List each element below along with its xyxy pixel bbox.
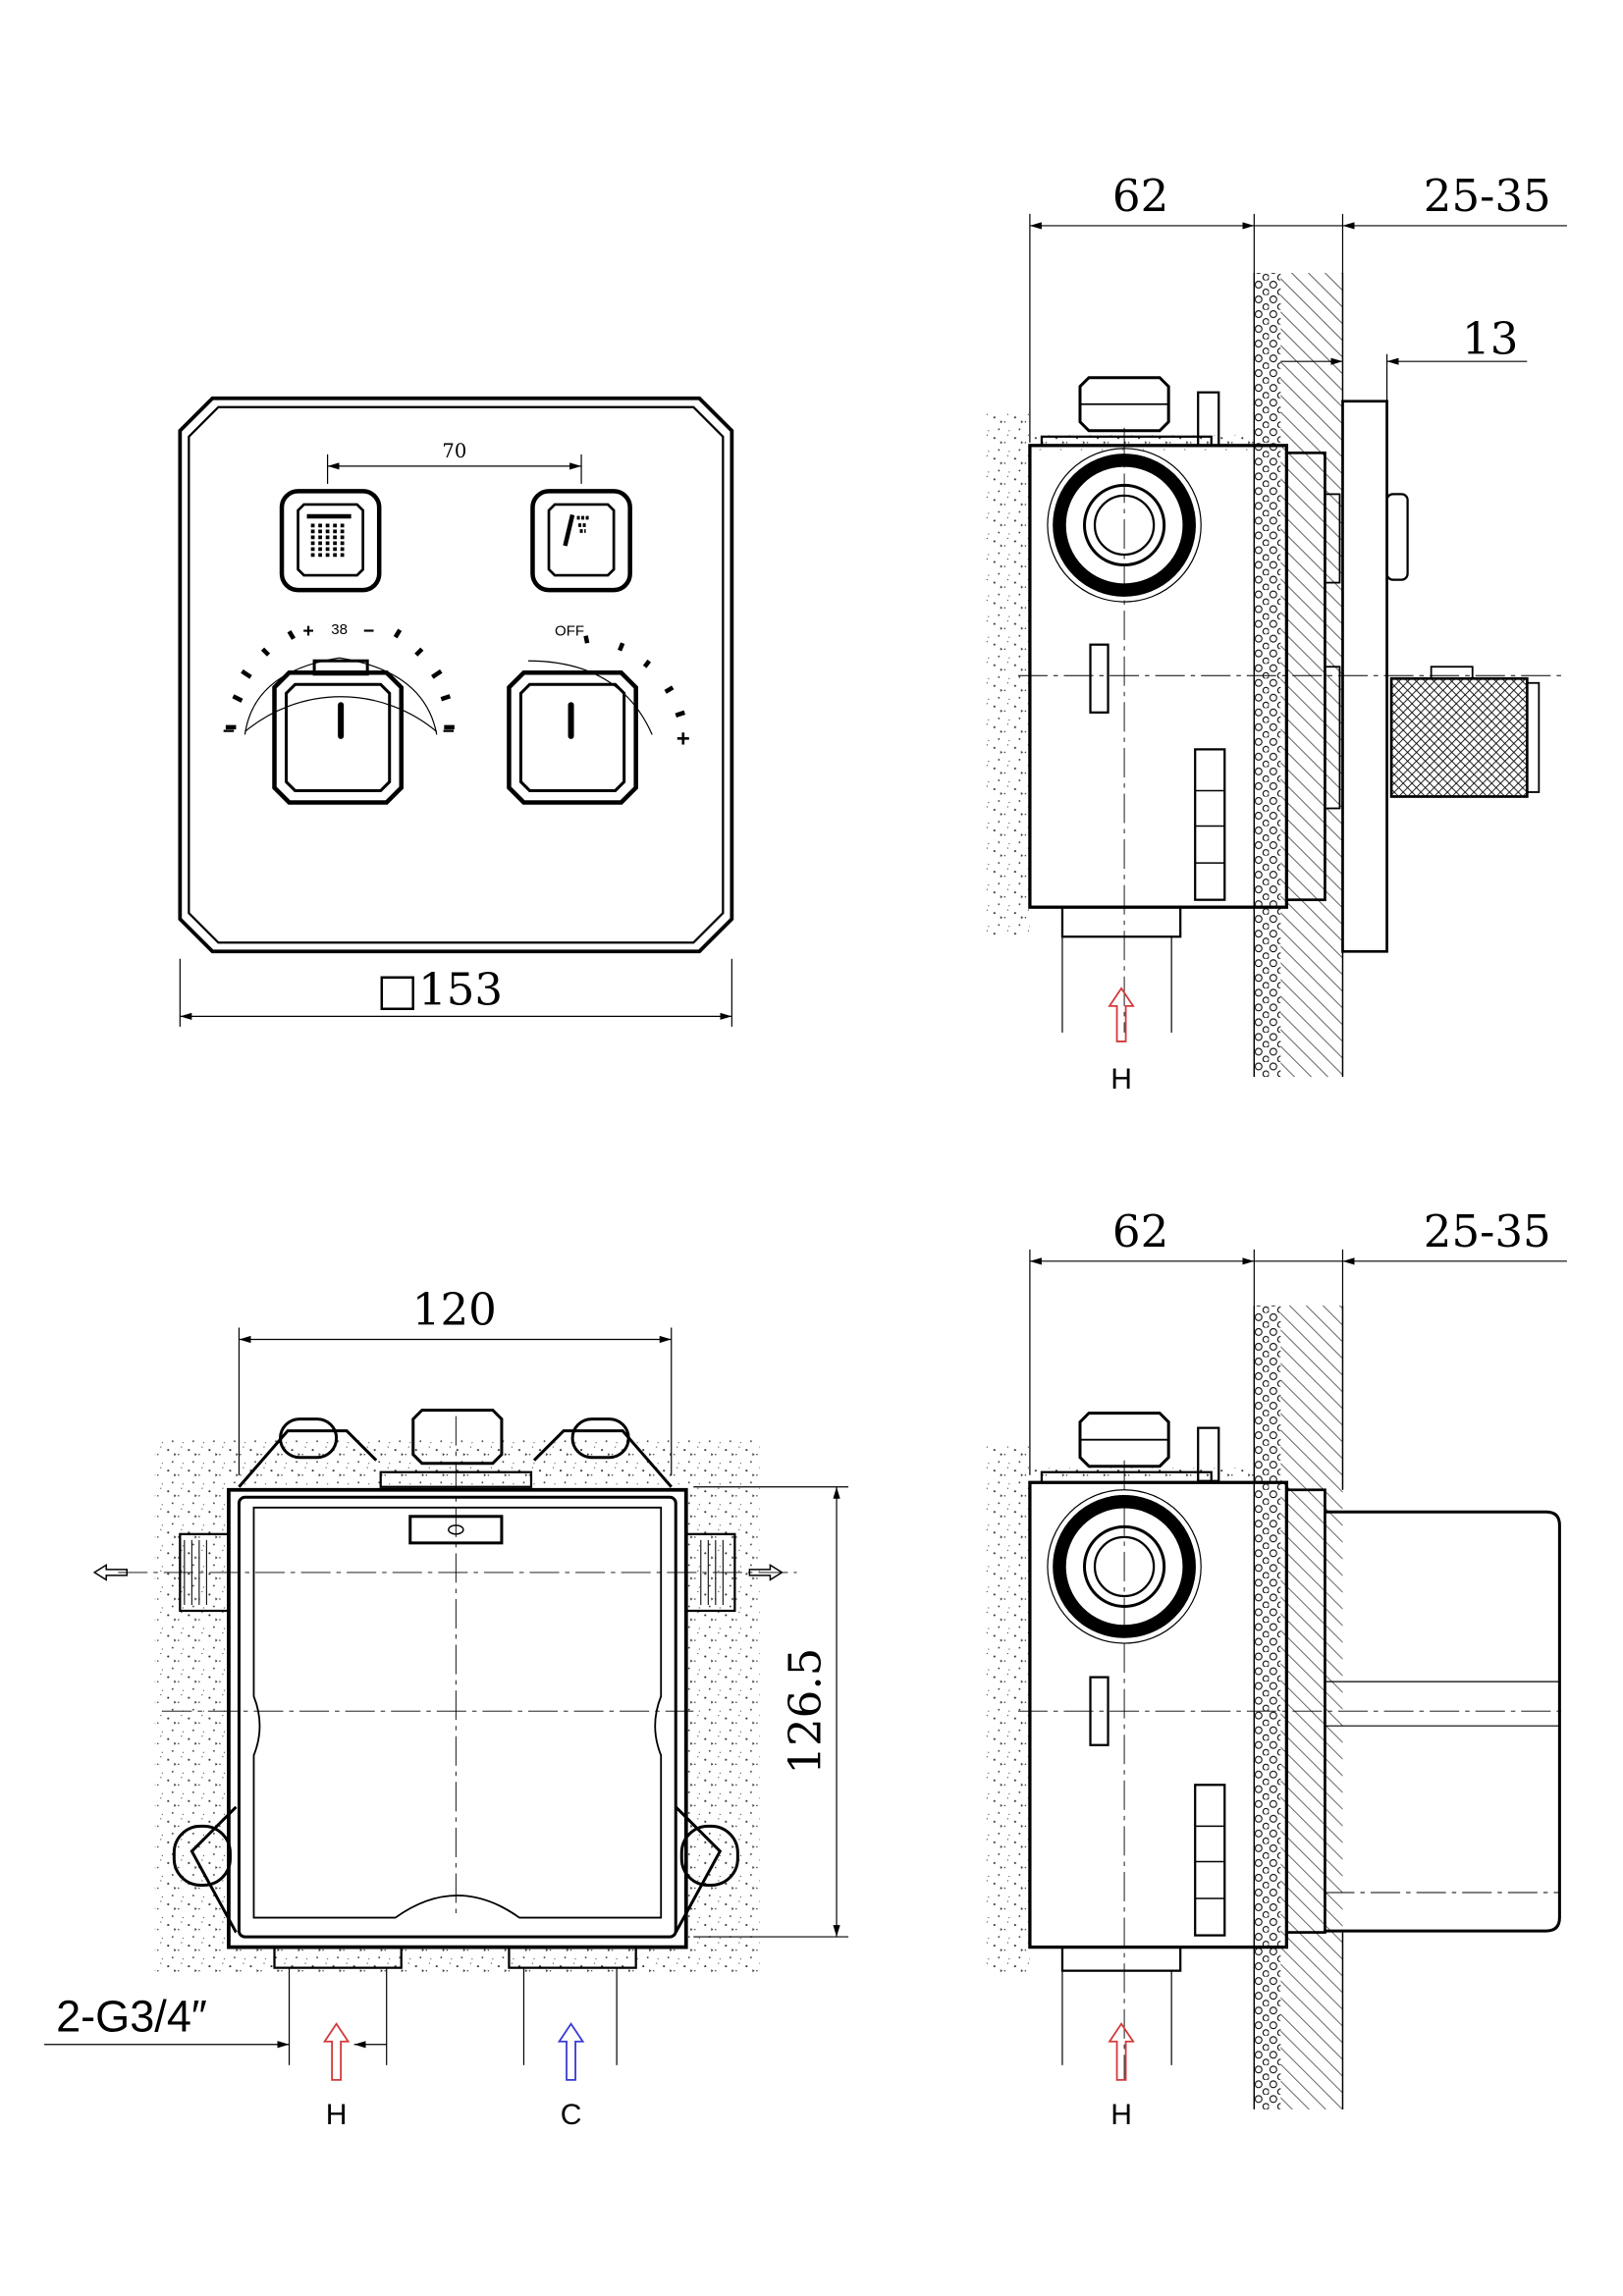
- hot-inlet-arrow: [1108, 2022, 1135, 2081]
- overhead-shower-icon: [306, 513, 352, 560]
- hand-shower-icon: [563, 513, 589, 547]
- temperature-knob[interactable]: [272, 659, 404, 805]
- button-spacing-label: 70: [442, 440, 466, 462]
- rear-view: [44, 1327, 849, 2081]
- depth-label: 62: [1112, 1205, 1168, 1257]
- faceplate-width-label: □153: [376, 963, 503, 1015]
- hot-inlet-label: H: [1110, 2099, 1132, 2131]
- hot-inlet-arrow: [1108, 987, 1135, 1042]
- side-view-bottom: [985, 1249, 1567, 2109]
- box-width-label: 120: [412, 1283, 497, 1335]
- hot-inlet-arrow: [322, 2022, 351, 2081]
- wall-range-label: 25-35: [1424, 1205, 1551, 1257]
- box-height-label: 126.5: [780, 1648, 832, 1775]
- cold-inlet-label: C: [561, 2099, 582, 2131]
- wall-range-label: 25-35: [1424, 170, 1551, 222]
- hot-inlet-label: H: [1110, 1063, 1132, 1095]
- flow-plus-label: +: [676, 725, 690, 752]
- left-scale-max: −: [443, 720, 455, 742]
- temp-plus-label: +: [302, 620, 313, 642]
- faceplate-outline: [178, 396, 734, 954]
- front-view: [178, 396, 734, 1027]
- depth-label: 62: [1112, 170, 1168, 222]
- thread-label: 2-G3/4″: [56, 1991, 207, 2041]
- plate-offset-label: 13: [1462, 313, 1518, 365]
- side-view-top: [985, 213, 1567, 1077]
- temp-minus-label: −: [363, 620, 374, 642]
- temp-value-label: 38: [331, 621, 348, 638]
- overhead-shower-button[interactable]: [279, 489, 382, 593]
- cold-inlet-arrow: [557, 2022, 585, 2081]
- hand-shower-button[interactable]: [530, 489, 632, 593]
- left-scale-min: −: [223, 720, 235, 742]
- flow-off-label: OFF: [555, 623, 584, 640]
- flow-knob[interactable]: [507, 669, 638, 805]
- hot-inlet-label: H: [326, 2099, 348, 2131]
